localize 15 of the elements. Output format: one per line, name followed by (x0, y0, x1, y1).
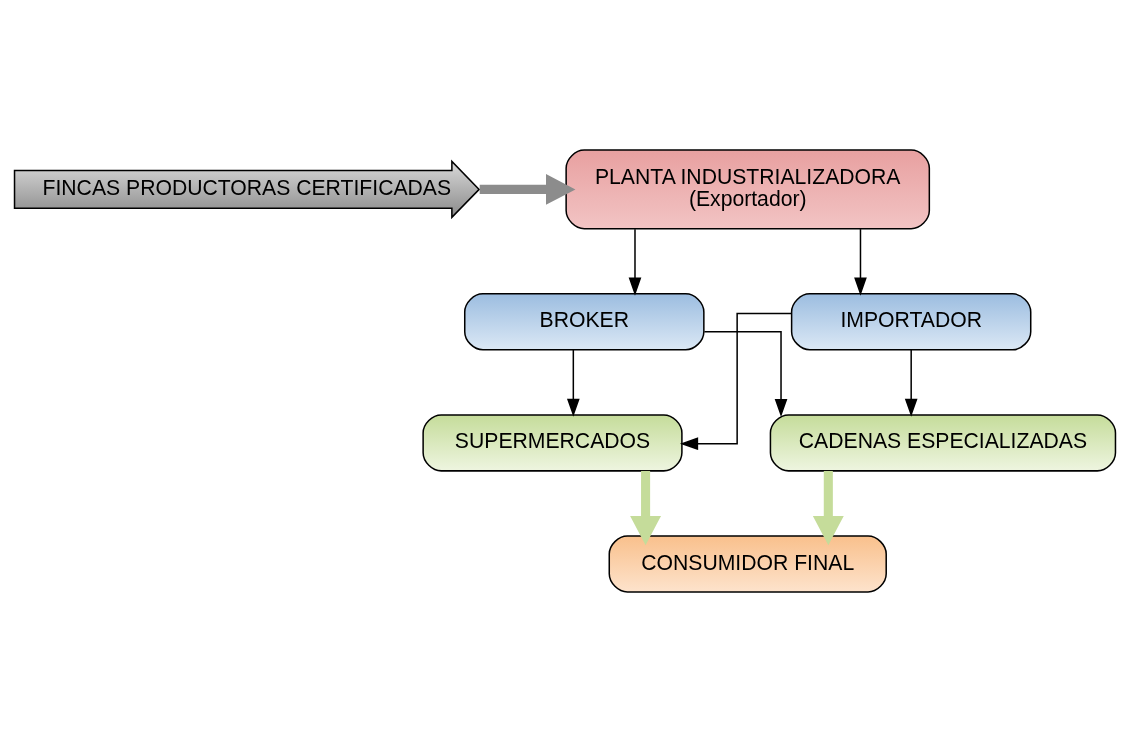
arrow (630, 470, 662, 545)
node-box: SUPERMERCADOS (422, 413, 683, 472)
arrow (479, 173, 576, 205)
node-box: CADENAS ESPECIALIZADAS (769, 413, 1117, 472)
arrow (854, 227, 867, 296)
arrow (703, 330, 788, 417)
arrow (566, 348, 580, 417)
node-box: PLANTA INDUSTRIALIZADORA (Exportador) (565, 148, 931, 229)
arrow (628, 227, 642, 296)
arrow (812, 470, 844, 545)
node-box: CONSUMIDOR FINAL (608, 534, 887, 593)
arrow (679, 312, 792, 450)
node-box: IMPORTADOR (790, 292, 1032, 351)
arrow (904, 348, 918, 417)
node-box: BROKER (464, 292, 705, 351)
